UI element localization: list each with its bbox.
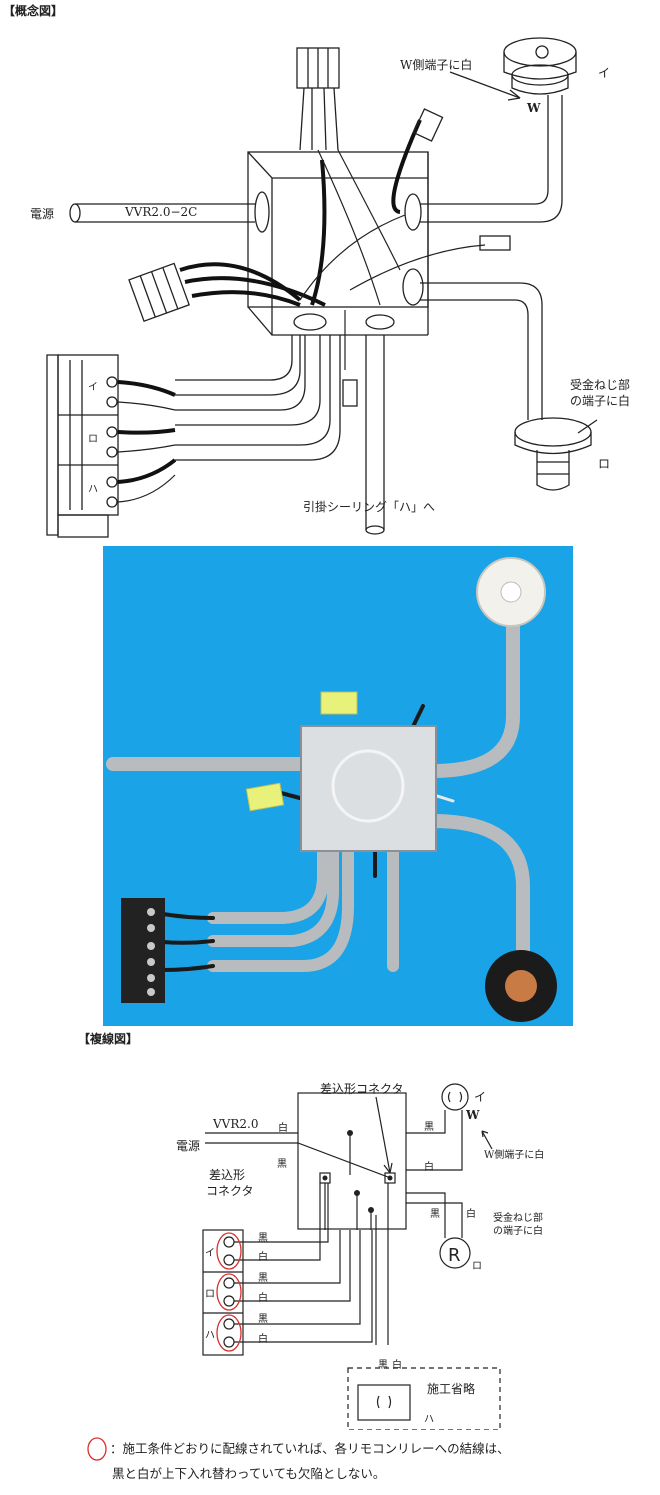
white-label-3: 白 bbox=[258, 1334, 268, 1345]
highlight-ellipses bbox=[216, 1232, 242, 1352]
white-label-ceiling: 白 bbox=[392, 1360, 402, 1371]
lamp-note-2: の端子に白 bbox=[493, 1226, 543, 1237]
power-label: 電源 bbox=[30, 207, 55, 221]
assembly-photo bbox=[103, 546, 573, 1026]
concept-diagram bbox=[46, 37, 598, 538]
block-ha-label: ハ bbox=[88, 484, 98, 495]
concept-header: 【概念図】 bbox=[3, 4, 64, 18]
receptacle-symbol bbox=[441, 1083, 469, 1111]
black-label-ceiling: 黒 bbox=[378, 1360, 388, 1371]
plug-bottom bbox=[342, 379, 358, 407]
note-line-1: ：施工条件どおりに配線されていれば、各リモコンリレーへの結線は、 bbox=[110, 1441, 510, 1456]
omitted-frame bbox=[347, 1367, 501, 1430]
plug-right bbox=[479, 235, 511, 251]
plug-top bbox=[412, 108, 444, 142]
lampholder-label-2: の端子に白 bbox=[570, 394, 631, 408]
wiring-diagram bbox=[202, 1083, 501, 1430]
w-arrow bbox=[449, 71, 521, 99]
photo-terminal-block bbox=[121, 898, 165, 1003]
white-label-relay: 白 bbox=[466, 1209, 476, 1220]
omitted-label: 施工省略 bbox=[427, 1382, 476, 1396]
block-i-wiring: イ bbox=[205, 1248, 215, 1259]
lamp-arrow bbox=[577, 419, 598, 434]
terminal-block bbox=[46, 354, 119, 538]
r-symbol-label: R bbox=[448, 1245, 461, 1266]
power-cable bbox=[69, 203, 255, 223]
block-ro-wiring: ロ bbox=[205, 1289, 215, 1300]
joint-box bbox=[247, 151, 429, 336]
photo-joint-box bbox=[300, 725, 437, 852]
lamp-note-1: 受金ねじ部 bbox=[493, 1213, 543, 1224]
black-label-3: 黒 bbox=[258, 1314, 268, 1325]
black-label-1: 黒 bbox=[258, 1233, 268, 1244]
left-connector bbox=[128, 262, 190, 323]
black-label-left-connector: 黒 bbox=[277, 1159, 287, 1170]
remote-relay-symbol bbox=[439, 1237, 471, 1269]
photo-connector-top bbox=[320, 691, 358, 715]
receptacle bbox=[503, 37, 577, 95]
wiring-box bbox=[297, 1092, 407, 1230]
note-line-2: 黒と白が上下入れ替わっていても欠陥としない。 bbox=[112, 1466, 386, 1481]
block-cables bbox=[175, 335, 341, 461]
black-label-relay: 黒 bbox=[430, 1209, 440, 1220]
cable-label-wiring: VVR2.0 bbox=[213, 1117, 259, 1131]
w-label-wiring: W bbox=[466, 1108, 480, 1122]
connector-left-label-2: コネクタ bbox=[206, 1184, 254, 1198]
lampholder-label-1: 受金ねじ部 bbox=[570, 378, 631, 392]
receptacle-w-label: W bbox=[527, 101, 541, 115]
note-red-circle-icon bbox=[87, 1437, 107, 1461]
ceiling-ha-label: ハ bbox=[424, 1414, 434, 1425]
white-label-1: 白 bbox=[258, 1252, 268, 1263]
power-label-wiring: 電源 bbox=[176, 1139, 201, 1153]
w-terminal-label: W側端子に白 bbox=[400, 58, 473, 72]
ceiling-cable bbox=[365, 335, 385, 530]
lampholder-cable bbox=[420, 282, 543, 420]
block-ha-wiring: ハ bbox=[205, 1330, 215, 1341]
ceiling-label: 引掛シーリング「ハ」へ bbox=[303, 500, 436, 514]
receptacle-i-wiring: イ bbox=[474, 1090, 487, 1104]
black-label-receptacle: 黒 bbox=[424, 1122, 434, 1133]
connector-top-label: 差込形コネクタ bbox=[320, 1082, 404, 1096]
cable-label: VVR2.0−2C bbox=[125, 205, 198, 219]
black-label-2: 黒 bbox=[258, 1273, 268, 1284]
wiring-terminal-block bbox=[202, 1229, 244, 1356]
relay-ro-label: ロ bbox=[472, 1261, 482, 1272]
lampholder-ro-label: ロ bbox=[598, 457, 611, 471]
photo-connector-left bbox=[245, 782, 285, 812]
white-label-2: 白 bbox=[258, 1293, 268, 1304]
white-label-power: 白 bbox=[278, 1123, 288, 1134]
receptacle-i-label: イ bbox=[598, 66, 611, 80]
wiring-header: 【複線図】 bbox=[78, 1032, 139, 1046]
receptacle-cable bbox=[420, 95, 563, 223]
ceiling-symbol bbox=[357, 1384, 411, 1421]
block-i-label: イ bbox=[88, 382, 98, 393]
white-label-receptacle: 白 bbox=[424, 1162, 434, 1173]
w-note-wiring: W側端子に白 bbox=[484, 1150, 545, 1161]
lampholder bbox=[514, 417, 592, 491]
block-ro-label: ロ bbox=[88, 434, 98, 445]
connector-left-label-1: 差込形 bbox=[209, 1168, 246, 1182]
